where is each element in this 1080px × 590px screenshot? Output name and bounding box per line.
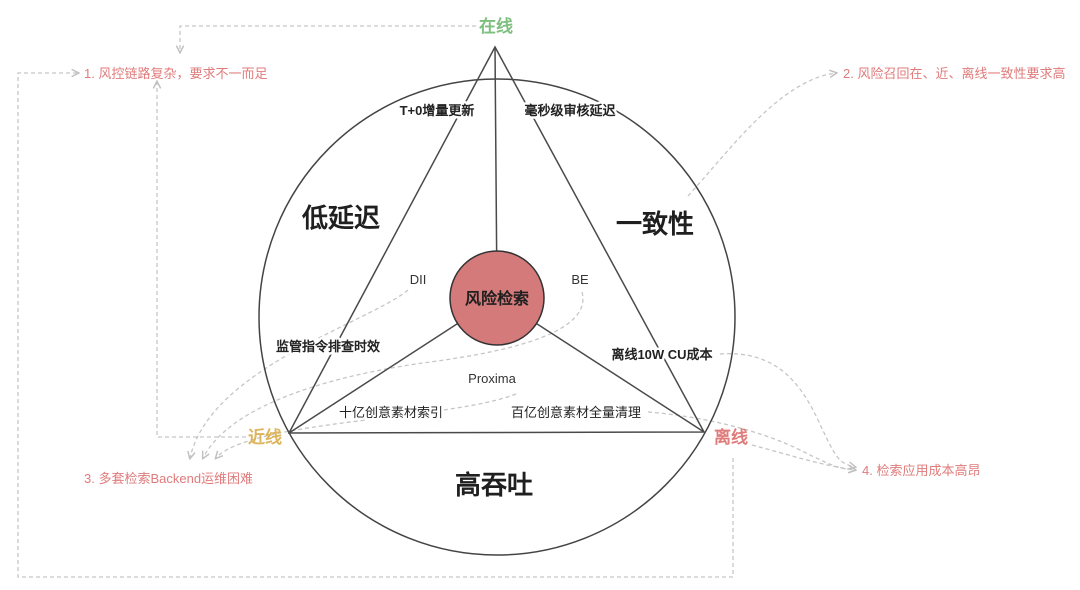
label-t0-incremental-update: T+0增量更新 xyxy=(400,103,475,118)
center-node-circle xyxy=(449,250,545,346)
backend-dii-label: DII xyxy=(410,272,427,287)
connector-offline-cost-to-annotation-4 xyxy=(719,353,855,467)
connector-nearline-to-annotation-1 xyxy=(157,82,246,438)
outer-circle xyxy=(258,78,736,556)
annotation-4: 4. 检索应用成本高昂 xyxy=(862,463,980,478)
label-regulatory-query-timeliness: 监管指令排查时效 xyxy=(276,339,381,354)
vertex-nearline-label: 近线 xyxy=(248,427,282,447)
vertex-online-label: 在线 xyxy=(479,16,513,36)
property-consistency: 一致性 xyxy=(616,209,694,239)
connector-proxima-to-annotation-3 xyxy=(216,393,517,458)
connector-offline-to-annotation-4 xyxy=(751,444,855,470)
property-low-latency: 低延迟 xyxy=(301,203,380,233)
connector-dii-to-annotation-3 xyxy=(190,289,409,458)
backend-proxima-label: Proxima xyxy=(468,371,516,386)
backend-be-label: BE xyxy=(571,272,589,287)
connector-offline-loop-to-annotation-1 xyxy=(17,73,734,578)
connector-online-to-annotation-1 xyxy=(180,25,476,52)
annotation-3: 3. 多套检索Backend运维困难 xyxy=(84,471,253,486)
annotation-2: 2. 风险召回在、近、离线一致性要求高 xyxy=(843,66,1065,81)
label-billion-index: 十亿创意素材索引 xyxy=(339,405,443,420)
connector-consistency-to-annotation-2 xyxy=(687,73,836,197)
vertex-offline-label: 离线 xyxy=(714,427,748,447)
label-offline-cost: 离线10W CU成本 xyxy=(611,347,712,362)
connector-cleanup-to-annotation-4 xyxy=(647,411,855,470)
connectors xyxy=(17,25,855,578)
triangle xyxy=(287,45,706,434)
connector-be-to-annotation-3 xyxy=(203,291,584,458)
label-ms-review-latency: 毫秒级审核延迟 xyxy=(524,103,615,118)
center-node-label: 风险检索 xyxy=(465,289,529,308)
property-high-throughput: 高吞吐 xyxy=(455,470,533,500)
label-ten-billion-cleanup: 百亿创意素材全量清理 xyxy=(511,405,641,420)
annotation-1: 1. 风控链路复杂，要求不一而足 xyxy=(84,66,267,81)
